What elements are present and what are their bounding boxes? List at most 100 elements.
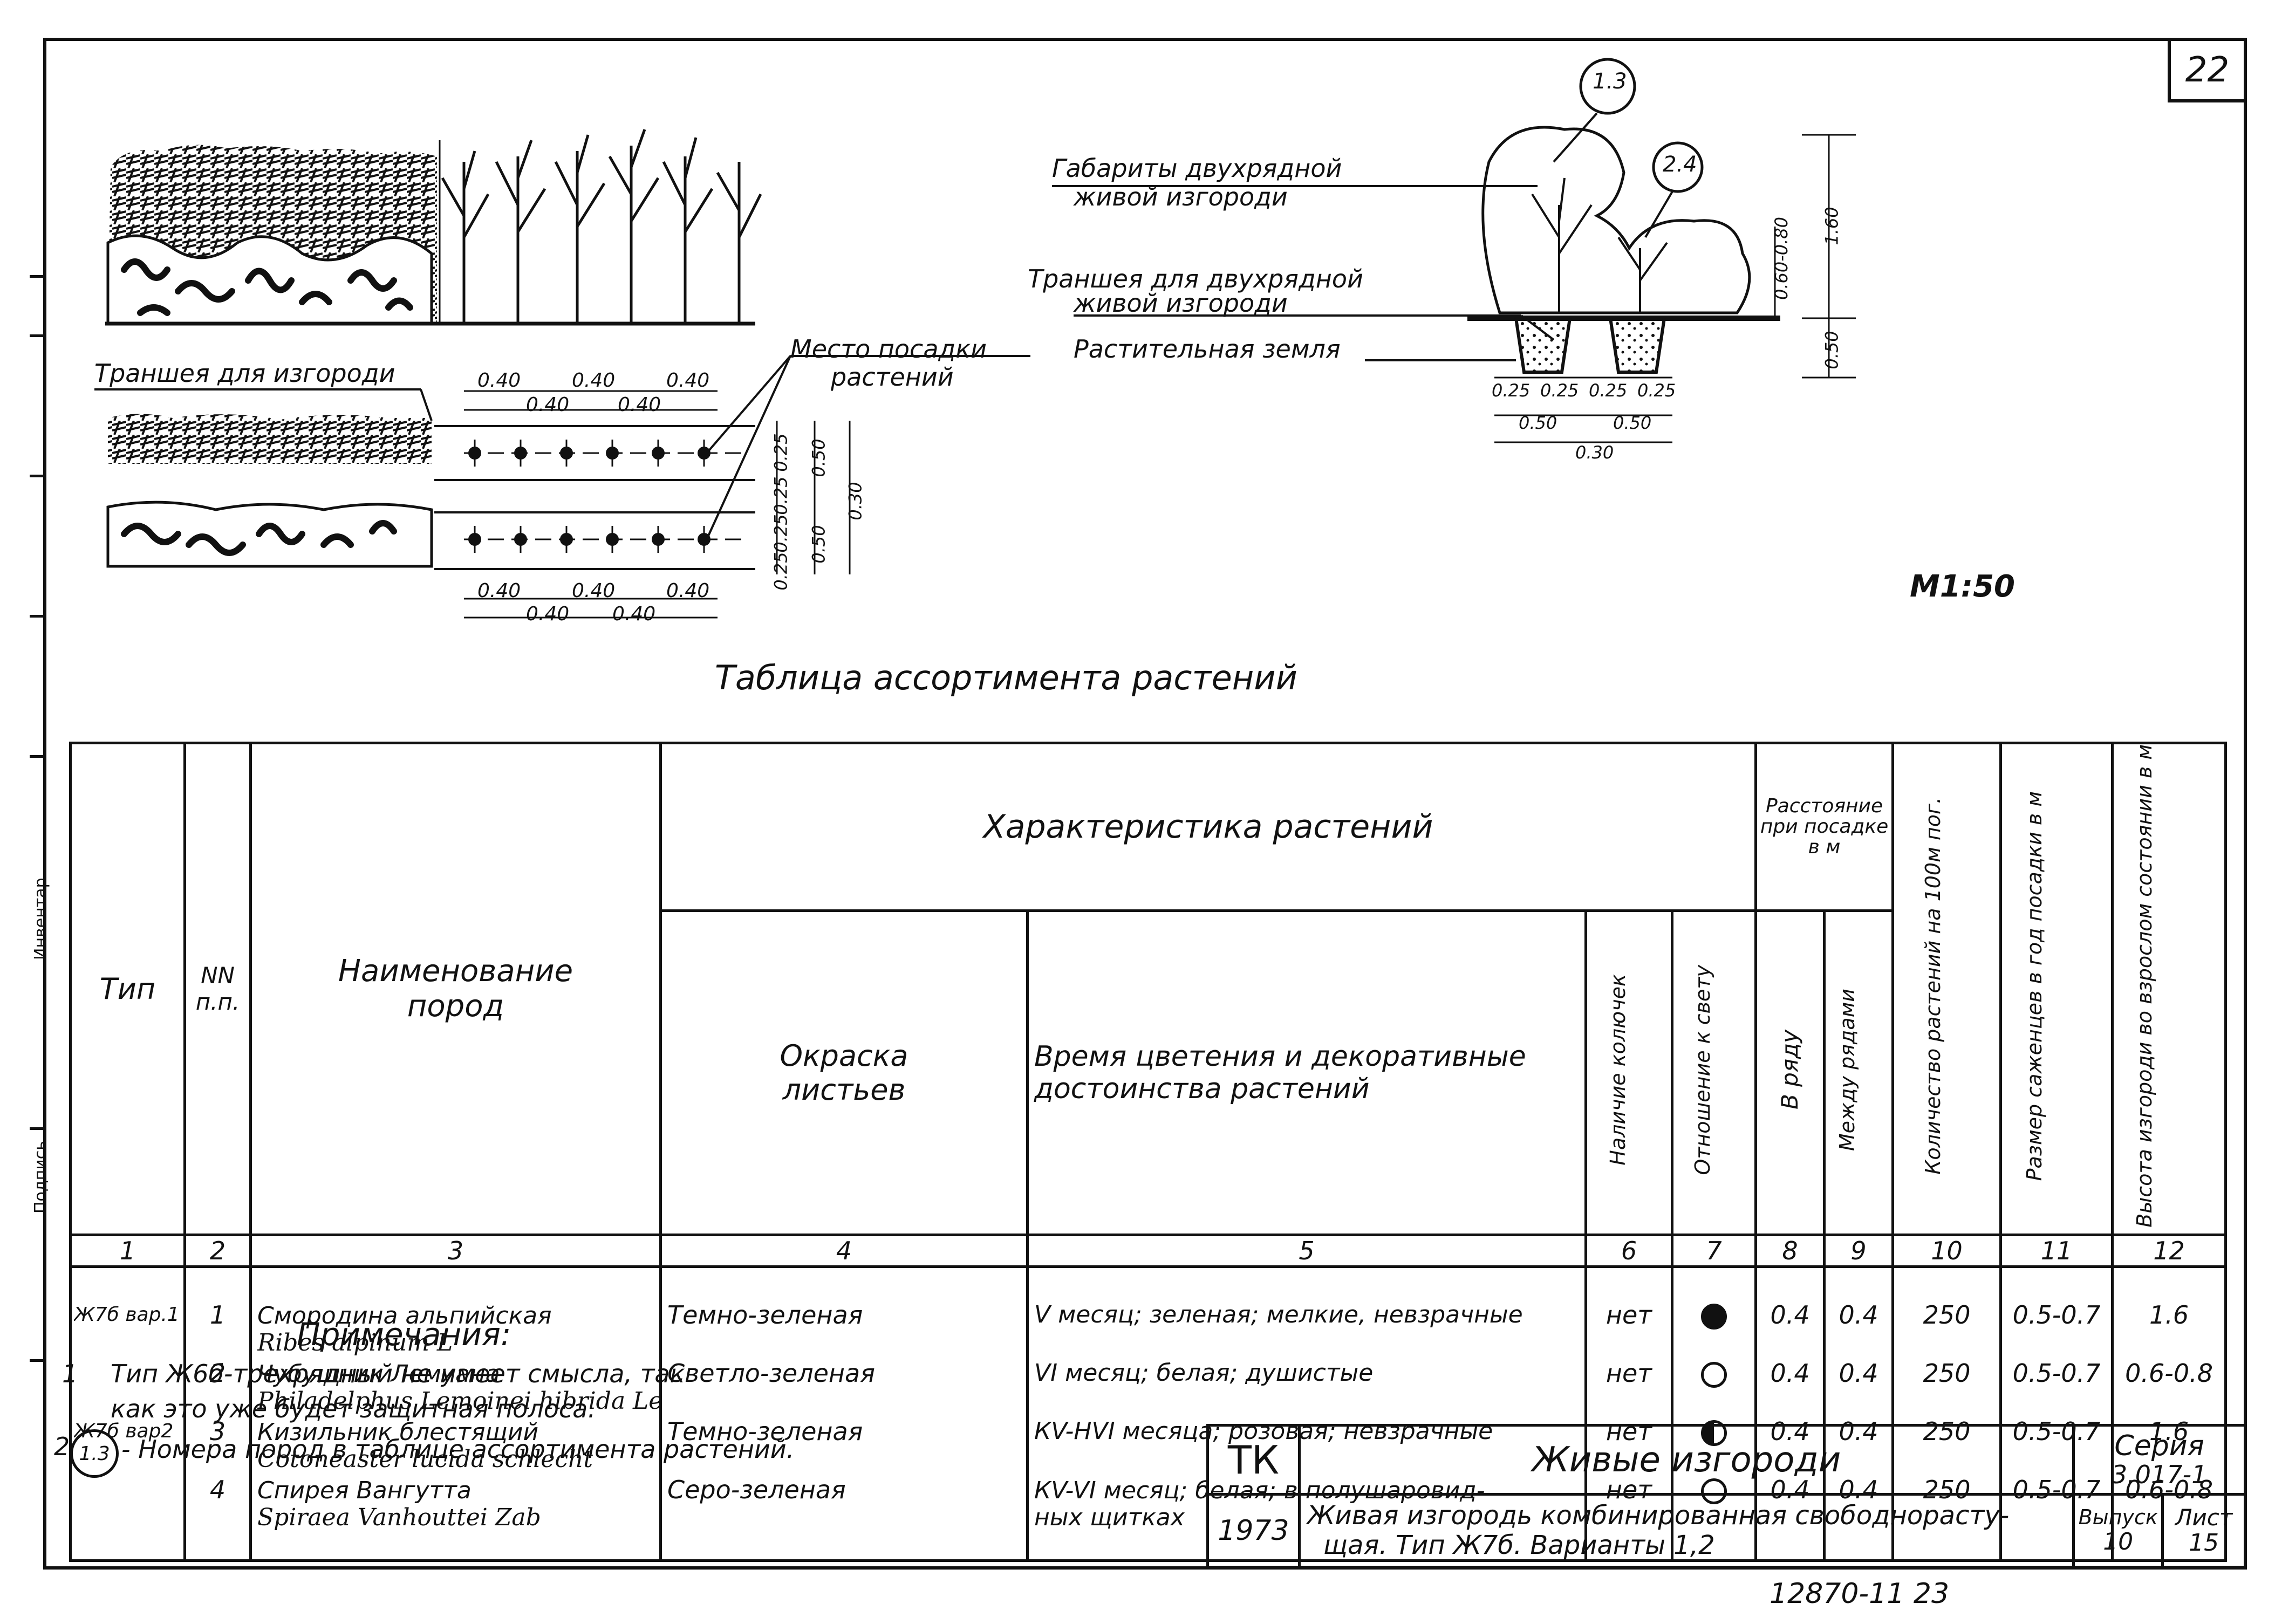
dim-vert-2: 0.25	[770, 476, 791, 515]
label-mesto-2: растений	[831, 362, 954, 392]
header-between: Между рядами	[1823, 909, 1895, 1236]
hedge-drawing	[94, 58, 1856, 619]
header-size: Размер саженцев в год посадки в м	[1999, 742, 2114, 1236]
header-nn: NN п.п.	[183, 742, 252, 1236]
table-cell-bloom: VI месяц; белая; душистые	[1034, 1360, 1374, 1387]
sect-dim-5: 0.50	[1519, 413, 1557, 433]
table-cell-n: 1	[209, 1302, 226, 1330]
col-number: 6	[1584, 1233, 1673, 1268]
note-1-number: 1	[62, 1359, 78, 1388]
callout-2-4: 2.4	[1663, 152, 1697, 177]
col-number: 10	[1891, 1233, 2003, 1268]
note-1-line-1: Тип Ж6б-трехрядный не имеет смысла, так	[111, 1359, 685, 1388]
note-2-text: - Номера пород в таблице ассортимента ра…	[121, 1435, 795, 1464]
shrub-elevation	[106, 145, 437, 325]
plant-name: Смородина альпийская	[257, 1302, 552, 1330]
col-number: 11	[1999, 1233, 2114, 1268]
dim-bottom-a1: 0.40	[477, 580, 521, 602]
label-zemlya: Растительная земля	[1074, 334, 1341, 364]
header-thorns: Наличие колючек	[1584, 909, 1673, 1236]
stamp-sheet: Лист 15	[2161, 1493, 2246, 1568]
table-title: Таблица ассортимента растений	[715, 658, 1297, 697]
col-number: 4	[659, 1233, 1029, 1268]
margin-tick	[30, 755, 43, 758]
table-cell-n: 2	[209, 1360, 226, 1388]
dim-bottom-b2: 0.40	[612, 603, 656, 625]
margin-tick	[30, 1127, 43, 1130]
label-gabarity-1: Габариты двухрядной	[1052, 154, 1342, 183]
stamp-issue-label: Выпуск	[2078, 1505, 2158, 1529]
table-cell-inrow: 0.4	[1770, 1302, 1810, 1330]
header-characteristics: Характеристика растений	[659, 741, 1758, 913]
sect-dim-1: 0.25	[1492, 380, 1531, 401]
table-cell-count: 250	[1923, 1360, 1971, 1388]
stamp-issue: Выпуск 10	[2072, 1493, 2164, 1568]
stamp-series-label: Серия	[2114, 1429, 2204, 1462]
col-number: 12	[2111, 1233, 2228, 1268]
stamp-desc-line-1: Живая изгородь комбинированная свободнор…	[1307, 1500, 2010, 1531]
label-transheya-two-row-2: живой изгороди	[1074, 289, 1288, 318]
callout-1-3: 1.3	[1593, 69, 1627, 94]
dim-vert-6: 0.50	[808, 525, 829, 564]
plant-latin: Spiraea Vanhouttei Zab	[257, 1503, 541, 1531]
table-cell-between: 0.4	[1839, 1360, 1878, 1388]
margin-tick	[30, 275, 43, 278]
col-number: 3	[249, 1233, 662, 1268]
sect-height-3: 0.50	[1821, 331, 1842, 369]
note-2-number: 2	[54, 1432, 70, 1461]
table-cell-inrow: 0.4	[1770, 1360, 1810, 1388]
col-number: 8	[1754, 1233, 1826, 1268]
table-cell-type	[74, 1477, 183, 1536]
header-type: Тип	[69, 742, 186, 1236]
dim-top-a1: 0.40	[477, 369, 521, 392]
sect-dim-4: 0.25	[1637, 380, 1676, 401]
stamp-series-value: 3.017-1	[2111, 1459, 2208, 1489]
plant-latin: Philadelphus Lemoinei hibrida Lem	[257, 1387, 659, 1415]
sect-height-1: 0.60-0.80	[1771, 216, 1792, 300]
header-inrow: В ряду	[1754, 909, 1826, 1236]
plant-latin: Cotoneaster lucida schlecht	[257, 1445, 593, 1473]
dim-top-a3: 0.40	[666, 369, 710, 392]
table-cell-height: 0.6-0.8	[2125, 1360, 2213, 1388]
note-2-circle: 1.3	[70, 1429, 119, 1478]
light-sun-icon	[1673, 1361, 1754, 1419]
table-cell-height: 1.6	[2149, 1302, 2189, 1330]
header-name: Наименование пород	[249, 742, 662, 1236]
margin-tick	[30, 615, 43, 618]
sheet-number: 22	[2168, 38, 2247, 102]
cross-section	[1052, 58, 1856, 443]
dim-top-a2: 0.40	[572, 369, 616, 392]
dim-top-b1: 0.40	[526, 394, 570, 416]
bottom-code: 12870-11 23	[1770, 1578, 1950, 1610]
table-cell-color: Светло-зеленая	[667, 1360, 875, 1388]
table-cell-color: Темно-зеленая	[667, 1302, 863, 1330]
stamp-description: Живая изгородь комбинированная свободнор…	[1297, 1493, 2075, 1568]
table-cell-count: 250	[1923, 1302, 1971, 1330]
table-cell-size: 0.5-0.7	[2012, 1360, 2101, 1388]
dim-vert-7: 0.30	[845, 482, 866, 520]
label-mesto-1: Место посадки	[790, 334, 987, 364]
trees-elevation	[441, 129, 762, 324]
label-transheya-two-row-1: Траншея для двухрядной	[1028, 264, 1363, 293]
margin-label: Подпись	[31, 1141, 50, 1214]
dim-bottom-a2: 0.40	[572, 580, 616, 602]
table-cell-n: 4	[209, 1477, 226, 1504]
table-cell-color: Серо-зеленая	[667, 1477, 846, 1504]
dim-vert-5: 0.25	[770, 552, 791, 591]
dim-bottom-a3: 0.40	[666, 580, 710, 602]
stamp-year: 1973	[1206, 1493, 1301, 1568]
stamp-sheet-value: 15	[2189, 1529, 2219, 1557]
sect-dim-2: 0.25	[1540, 380, 1579, 401]
stamp-title: Живые изгороди	[1297, 1424, 2075, 1496]
plant-name: Чубушник Лемуана	[257, 1360, 500, 1388]
margin-tick	[30, 475, 43, 477]
header-light: Отношение к свету	[1670, 909, 1758, 1236]
col-color: Темно-зеленая Светло-зеленая Темно-зелен…	[659, 1265, 1029, 1562]
scale-label: М1:50	[1910, 569, 2016, 604]
plant-name: Спирея Вангутта	[257, 1477, 472, 1504]
col-number: 2	[183, 1233, 252, 1268]
dim-vert-4: 0.25	[770, 514, 791, 553]
